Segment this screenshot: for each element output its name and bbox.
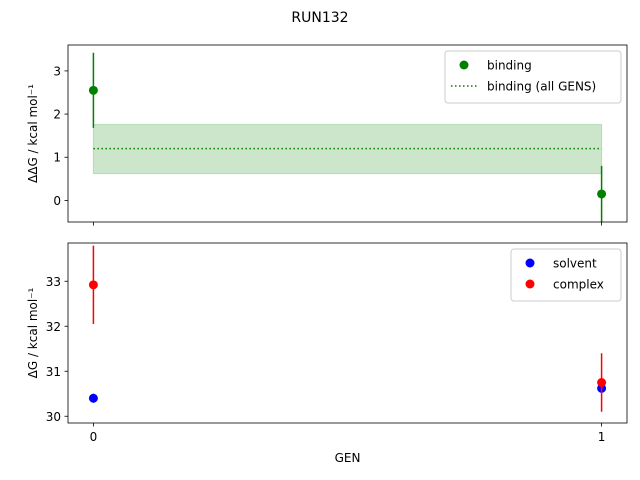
legend-marker [525, 258, 535, 268]
data-point [88, 280, 98, 290]
y-axis-label: ΔΔG / kcal mol⁻¹ [26, 84, 40, 183]
legend-marker [525, 279, 535, 289]
y-tick-label: 1 [53, 151, 61, 165]
figure-title: RUN132 [291, 10, 348, 26]
axes-frame [67, 242, 628, 424]
legend: binding binding (all GENS) [444, 50, 622, 104]
data-point [597, 189, 607, 199]
legend-label: binding (all GENS) [487, 80, 596, 94]
legend-label: solvent [553, 257, 597, 271]
data-point [88, 85, 98, 95]
y-tick-label: 2 [53, 108, 61, 122]
legend-label: complex [553, 278, 604, 292]
y-axis-label: ΔG / kcal mol⁻¹ [26, 287, 40, 378]
y-tick-label: 30 [46, 410, 61, 424]
legend: solvent complex [510, 248, 622, 302]
y-tick-label: 33 [46, 275, 61, 289]
legend-label: binding [487, 59, 532, 73]
data-point [597, 378, 607, 387]
x-tick-label: 1 [598, 430, 606, 444]
x-axis-label: GEN [335, 451, 361, 465]
legend-frame [510, 248, 622, 302]
legend-frame [444, 50, 622, 104]
y-tick-label: 3 [53, 64, 61, 78]
chart-panel-2: 30 31 32 33 0 1 ΔG / kcal mol⁻¹ GEN solvent compl… [26, 242, 628, 465]
y-tick-label: 31 [46, 365, 61, 379]
data-point [88, 393, 98, 403]
x-tick-label: 0 [90, 430, 98, 444]
y-tick-label: 0 [53, 194, 61, 208]
axes-frame [67, 44, 628, 223]
legend-marker [459, 60, 469, 70]
y-tick-label: 32 [46, 320, 61, 334]
